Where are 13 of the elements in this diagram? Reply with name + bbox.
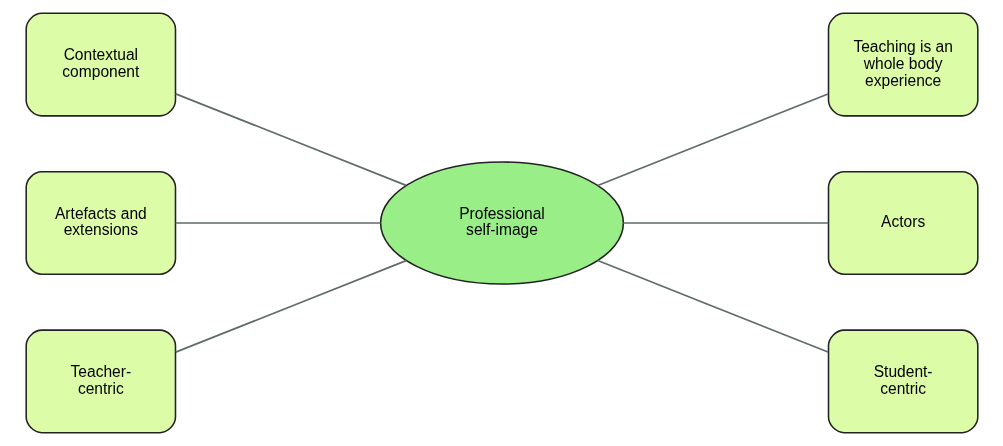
connector	[174, 222, 381, 224]
connector	[622, 222, 829, 224]
connector	[596, 259, 829, 353]
node-ellipse: Professional self-image	[379, 161, 624, 285]
connector	[174, 93, 407, 187]
node-box: Student-centric	[827, 329, 979, 434]
node-box: Contextual component	[24, 12, 176, 117]
node-box: Actors	[827, 170, 979, 276]
node-box: Teaching is an whole body experience	[827, 12, 979, 117]
connector	[174, 259, 407, 353]
node-box: Artefacts and extensions	[24, 170, 176, 276]
node-box: Teacher-centric	[24, 329, 176, 434]
connector	[596, 93, 829, 187]
